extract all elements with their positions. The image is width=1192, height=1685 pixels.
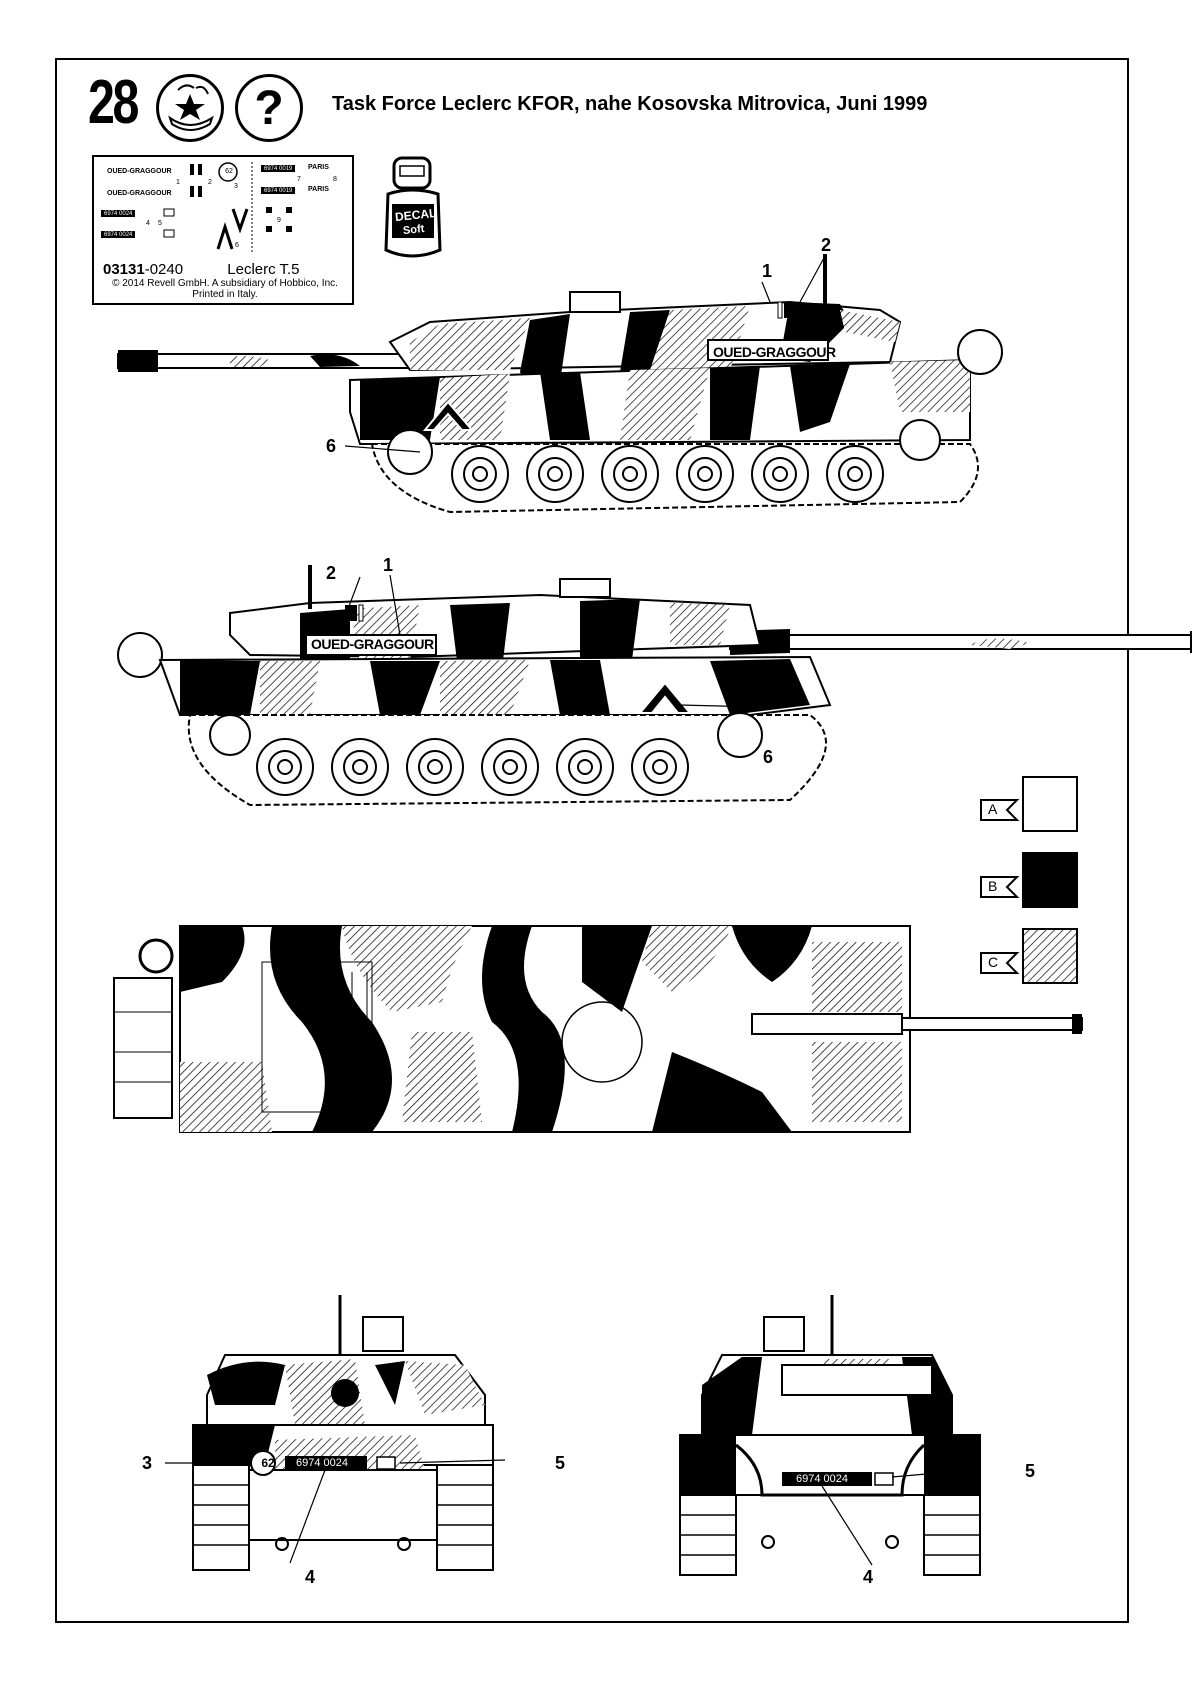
callout-2-side-left: 2 [326,563,337,583]
decal-plate-d: 6974 0024 [101,231,136,238]
nameplate-side-right: OUED-GRAGGOUR [713,344,836,360]
legend-letter-c: C [988,954,999,970]
question-mark-icon: ? [235,74,303,142]
decal-num-7: 7 [297,176,301,183]
copyright-text: © 2014 Revell GmbH. A subsidiary of Hobb… [112,278,338,300]
decal-num-9: 9 [277,217,281,224]
callout-6-side-left: 6 [763,747,774,767]
decal-name-2: OUED-GRAGGOUR [107,190,172,197]
decal-paris-2: PARIS [308,186,329,193]
decal-sheet: OUED-GRAGGOUR OUED-GRAGGOUR 1 62 2 3 697… [92,155,354,305]
legend-swatch-a [1022,776,1078,832]
decal-paris-1: PARIS [308,164,329,171]
tank-rear-view [679,1295,981,1576]
kit-code: 03131-0240 Leclerc T.5 [103,261,300,278]
tank-front-view [165,1295,506,1571]
decal-num-3: 3 [234,183,238,190]
decal-num-8: 8 [333,176,337,183]
decal-plate-c: 6974 0024 [101,210,136,217]
decal-circle-62: 62 [225,168,233,175]
decal-num-5: 5 [158,220,162,227]
callout-5-front: 5 [555,1453,566,1473]
legend-swatch-c [1022,928,1078,984]
callout-1-side-left: 1 [383,555,394,575]
decal-name-1: OUED-GRAGGOUR [107,168,172,175]
callout-5-rear: 5 [1025,1461,1036,1481]
page-title: Task Force Leclerc KFOR, nahe Kosovska M… [332,93,928,115]
decal-num-2: 2 [208,179,212,186]
decal-plate-a: 6974 0019 [261,165,296,172]
decal-num-1: 1 [176,179,180,186]
step-number: 28 [88,68,139,137]
legend-swatch-b [1022,852,1078,908]
tank-side-view-right [117,254,1003,514]
nameplate-side-left: OUED-GRAGGOUR [311,636,434,652]
legend-tag-a [980,799,1020,821]
callout-1-side-right: 1 [762,261,773,281]
front-circle-62: 62 [261,1456,275,1470]
callout-4-front: 4 [305,1567,316,1587]
decal-num-4: 4 [146,220,150,227]
callout-2-side-right: 2 [821,235,832,255]
decal-plate-b: 6974 0019 [261,187,296,194]
decal-num-6: 6 [235,242,239,249]
tank-top-view [113,925,1083,1133]
legend-letter-a: A [988,801,998,817]
tank-side-view-left [117,565,1192,807]
instruction-frame [55,58,1129,1623]
legend-tag-b [980,876,1020,898]
callout-3-front: 3 [142,1453,153,1473]
decal-shapes [163,162,292,252]
decal-soft-bottle-icon [384,156,442,258]
rear-plate: 6974 0024 [796,1473,848,1485]
decal-application-icon [156,74,224,142]
callout-4-rear: 4 [863,1567,874,1587]
bottle-label-2: Soft [402,222,425,238]
callout-6-side-right: 6 [326,436,337,456]
legend-letter-b: B [988,878,998,894]
front-plate: 6974 0024 [296,1457,348,1469]
legend-tag-c [980,952,1020,974]
